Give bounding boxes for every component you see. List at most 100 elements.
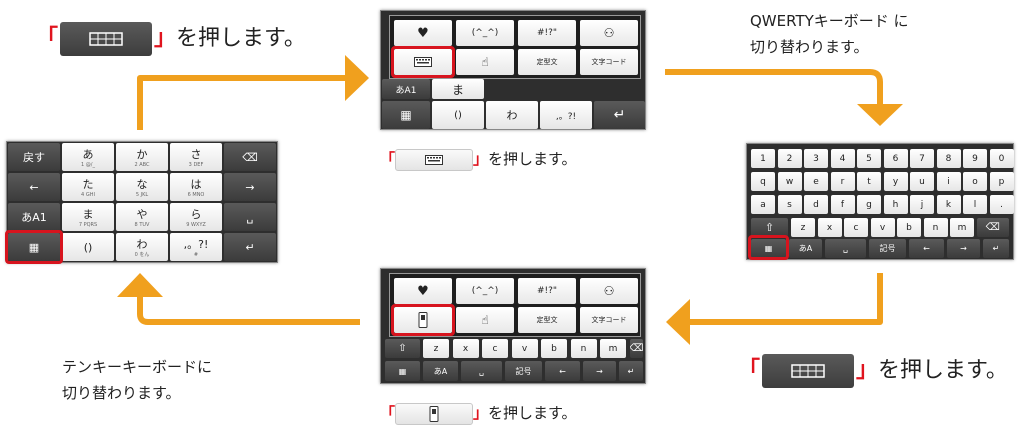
qwerty-row1-key-8[interactable]: 9: [963, 149, 987, 168]
bottom-shift[interactable]: ⇧: [385, 339, 420, 358]
qwerty-row2-key-3[interactable]: r: [830, 172, 855, 191]
bottom-row2-key-0[interactable]: ▦: [385, 361, 420, 381]
qwerty-row4-key-7[interactable]: m: [950, 218, 974, 237]
qwerty-row2-key-2[interactable]: e: [804, 172, 828, 191]
qwerty-row5-key-0[interactable]: ▦: [751, 239, 786, 258]
key-enter[interactable]: ↵: [594, 101, 645, 129]
qwerty-row3-key-2[interactable]: d: [804, 195, 828, 214]
bottom-row1-key-2[interactable]: x: [452, 339, 479, 358]
bottom-row1-key-5[interactable]: b: [541, 339, 567, 358]
bottom-row2-key-3[interactable]: 記号: [505, 361, 542, 381]
key-grid[interactable]: ▦: [382, 101, 430, 129]
qwerty-row4-key-1[interactable]: z: [791, 218, 815, 237]
key-punct[interactable]: ,。?!: [540, 101, 592, 129]
tenkey-row3-key-4[interactable]: ␣: [224, 203, 276, 231]
popup-teikei[interactable]: 定型文: [518, 49, 576, 75]
qwerty-row2-key-4[interactable]: t: [857, 172, 881, 191]
tenkey-row1-key-0[interactable]: 戻す: [8, 143, 60, 171]
popup-charcode[interactable]: 文字コード: [580, 307, 638, 333]
popup-heart[interactable]: ♥: [394, 20, 452, 46]
qwerty-row4-key-2[interactable]: x: [817, 218, 842, 237]
qwerty-row1-key-2[interactable]: 3: [804, 149, 828, 168]
qwerty-keyboard-icon[interactable]: [394, 49, 452, 75]
qwerty-row1-key-4[interactable]: 5: [857, 149, 881, 168]
popup-kaomoji[interactable]: (^_^): [456, 278, 514, 304]
bottom-backspace[interactable]: ⌫: [629, 339, 643, 358]
qwerty-row5-key-3[interactable]: 記号: [869, 239, 906, 258]
popup-kaomoji[interactable]: (^_^): [456, 20, 514, 46]
qwerty-row2-key-0[interactable]: q: [751, 172, 775, 191]
qwerty-row4-key-4[interactable]: v: [870, 218, 895, 237]
popup-charcode[interactable]: 文字コード: [580, 49, 638, 75]
qwerty-row2-key-1[interactable]: w: [777, 172, 802, 191]
bottom-row1-key-7[interactable]: m: [600, 339, 626, 358]
key-ma[interactable]: ま: [432, 79, 484, 99]
qwerty-row2-key-5[interactable]: y: [883, 172, 908, 191]
key-paren[interactable]: (): [432, 101, 484, 129]
popup-emoji[interactable]: ⚇: [580, 20, 638, 46]
key-wa[interactable]: わ: [486, 101, 538, 129]
qwerty-row4-key-6[interactable]: n: [923, 218, 948, 237]
popup-symbols[interactable]: #!?": [518, 20, 576, 46]
bottom-row2-key-1[interactable]: あA: [423, 361, 458, 381]
popup-teikei[interactable]: 定型文: [518, 307, 576, 333]
qwerty-row3-key-9[interactable]: .: [989, 195, 1014, 214]
qwerty-row2-key-6[interactable]: u: [910, 172, 934, 191]
bottom-row2-key-5[interactable]: →: [583, 361, 616, 381]
qwerty-row4-key-5[interactable]: b: [897, 218, 921, 237]
qwerty-row2-key-8[interactable]: o: [963, 172, 987, 191]
phone-keypad-icon[interactable]: [394, 307, 452, 333]
tenkey-row2-key-0[interactable]: ←: [8, 173, 60, 201]
tenkey-row4-key-0[interactable]: ▦: [8, 233, 60, 261]
qwerty-row1-key-6[interactable]: 7: [910, 149, 934, 168]
qwerty-row5-key-6[interactable]: ↵: [983, 239, 1009, 258]
popup-emoji[interactable]: ⚇: [580, 278, 638, 304]
tenkey-row4-key-4[interactable]: ↵: [224, 233, 276, 261]
qwerty-row5-key-4[interactable]: ←: [909, 239, 944, 258]
qwerty-row5-key-1[interactable]: あA: [789, 239, 822, 258]
qwerty-row3-key-5[interactable]: h: [883, 195, 908, 214]
qwerty-row3-key-7[interactable]: k: [936, 195, 961, 214]
bottom-row1-key-1[interactable]: z: [423, 339, 449, 358]
bottom-row2-key-6[interactable]: ↵: [619, 361, 643, 381]
popup-heart[interactable]: ♥: [394, 278, 452, 304]
bottom-row1-key-3[interactable]: c: [482, 339, 508, 358]
bottom-row2-key-4[interactable]: ←: [545, 361, 580, 381]
qwerty-row5-key-5[interactable]: →: [947, 239, 980, 258]
tenkey-row1-key-4[interactable]: ⌫: [224, 143, 276, 171]
qwerty-row1-key-1[interactable]: 2: [777, 149, 802, 168]
qwerty-row4-key-3[interactable]: c: [844, 218, 868, 237]
popup-symbols[interactable]: #!?": [518, 278, 576, 304]
tenkey-row4-key-1[interactable]: (): [62, 233, 114, 261]
popup-handwriting[interactable]: ☝: [456, 49, 514, 75]
qwerty-row3-key-8[interactable]: l: [963, 195, 987, 214]
qwerty-row1-key-5[interactable]: 6: [883, 149, 908, 168]
qwerty-row1-key-0[interactable]: 1: [751, 149, 775, 168]
qwerty-row1-key-3[interactable]: 4: [830, 149, 855, 168]
qwerty-row5-key-2[interactable]: ␣: [825, 239, 866, 258]
qwerty-row2-key-9[interactable]: p: [989, 172, 1014, 191]
bottom-row1-key-4[interactable]: v: [511, 339, 538, 358]
bottom-row2-key-2[interactable]: ␣: [461, 361, 502, 381]
popup-handwriting[interactable]: ☝: [456, 307, 514, 333]
qwerty-row3-key-4[interactable]: g: [857, 195, 881, 214]
key-mode[interactable]: あA1: [382, 79, 430, 99]
qwerty-row3-key-1[interactable]: s: [777, 195, 802, 214]
qwerty-backspace[interactable]: ⌫: [976, 218, 1009, 237]
qwerty-row1-key-7[interactable]: 8: [936, 149, 961, 168]
qwerty-row1-key-9[interactable]: 0: [989, 149, 1014, 168]
qwerty-shift[interactable]: ⇧: [751, 218, 788, 237]
qwerty-row2-key-7[interactable]: i: [936, 172, 961, 191]
tenkey-row2-key-4[interactable]: →: [224, 173, 276, 201]
qwerty-row3-key-0[interactable]: a: [751, 195, 775, 214]
